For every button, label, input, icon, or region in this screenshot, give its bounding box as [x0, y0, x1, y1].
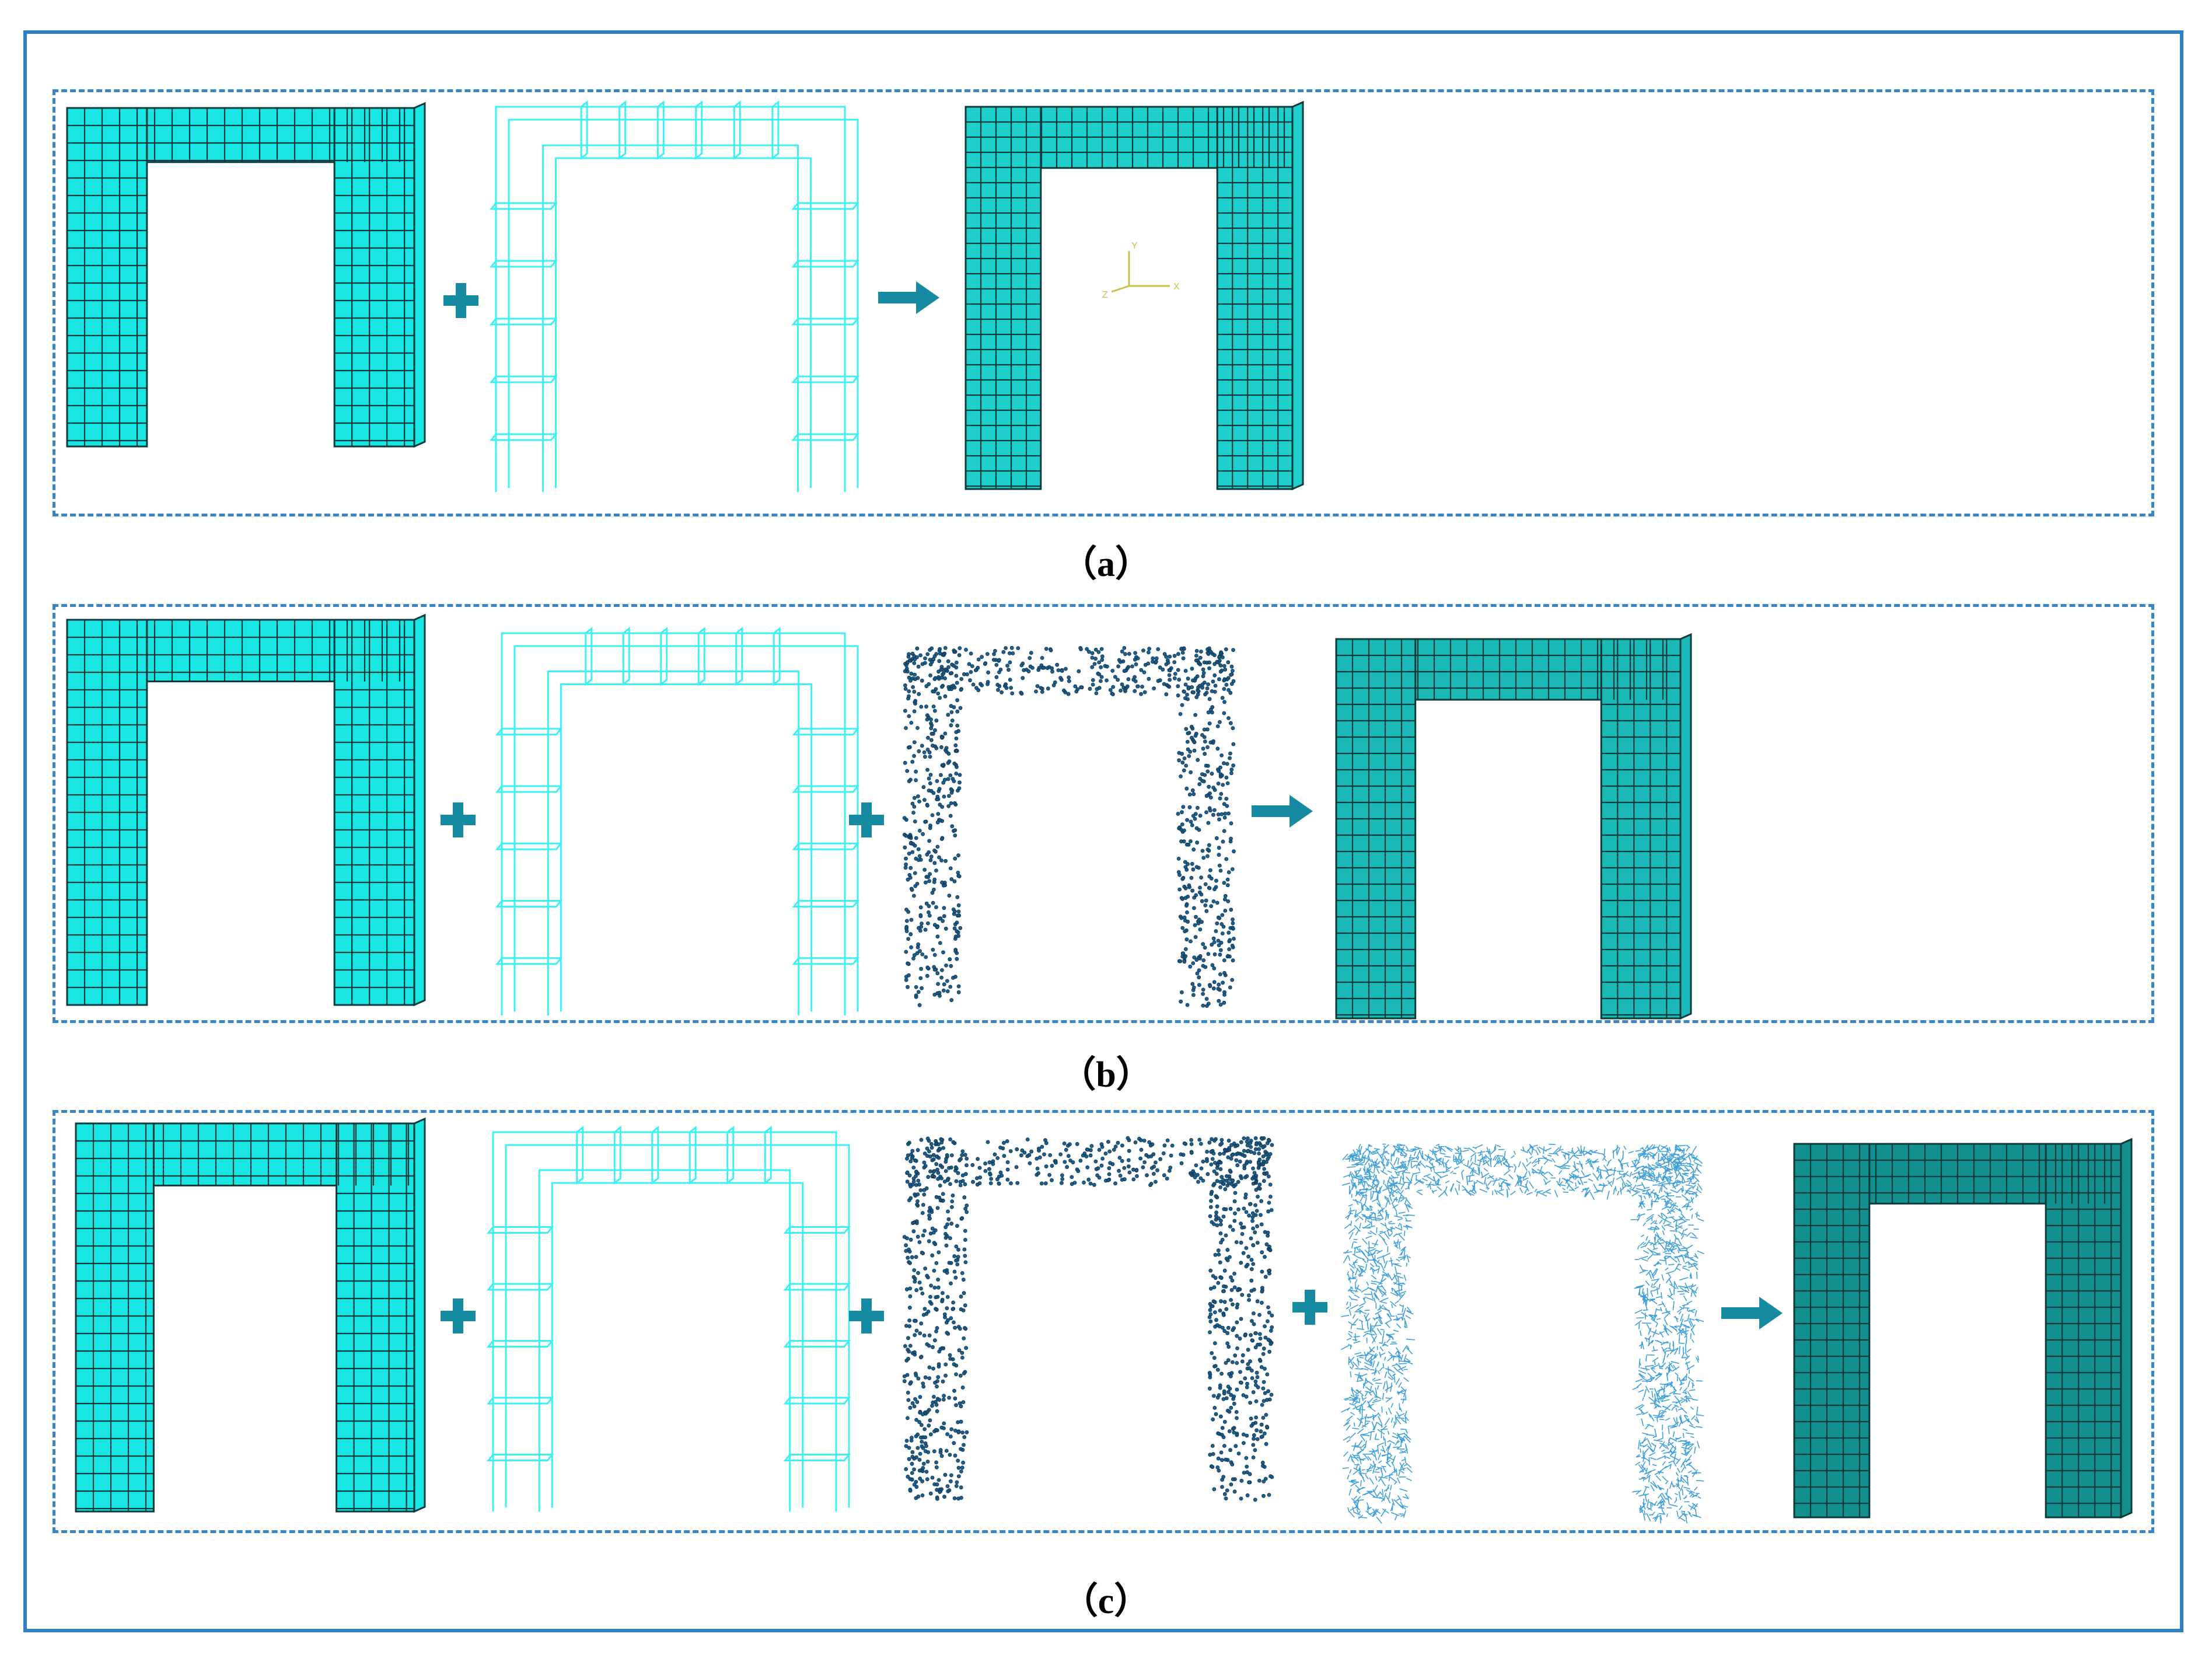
- rebar-cage-b: [495, 626, 860, 1015]
- plus-bar-v: [453, 1299, 463, 1334]
- triad-axes: [1111, 251, 1170, 293]
- arrow-right-icon: [1721, 1297, 1783, 1329]
- plus-icon: [849, 802, 884, 837]
- portal-depth-face: [1291, 100, 1304, 491]
- portal-depth-face: [413, 613, 426, 1007]
- rebar-wireframe: [495, 626, 860, 1015]
- portal-solid-part: [1335, 638, 1417, 1020]
- plus-icon: [441, 802, 476, 837]
- particle-dots: [902, 645, 1236, 1008]
- fiber-cloud-light-c: [1341, 1143, 1705, 1524]
- concrete-mesh-c: [75, 1117, 426, 1513]
- portal-depth-face: [1679, 633, 1692, 1020]
- portal-solid-part: [75, 1122, 155, 1513]
- plus-icon: [1292, 1290, 1327, 1325]
- mesh-grid: [966, 107, 1292, 489]
- triad-label: Z: [1102, 290, 1108, 300]
- arrow-right-icon: [1252, 795, 1313, 828]
- caption-a: （a）: [1060, 544, 1151, 584]
- portal-depth-face: [2120, 1137, 2133, 1519]
- concrete-mesh-b: [66, 613, 426, 1007]
- mesh-grid: [67, 108, 414, 446]
- composite-model-b: [1335, 633, 1692, 1020]
- portal-solid-part: [1600, 638, 1682, 1020]
- concrete-mesh-a: [66, 102, 426, 448]
- plus-bar-v: [1305, 1290, 1315, 1325]
- panel-a-border: [53, 89, 2154, 516]
- arrow-shape: [1252, 795, 1313, 828]
- caption-c: （c）: [1061, 1582, 1151, 1621]
- composite-model-a: [965, 100, 1304, 491]
- portal-solid-part: [66, 107, 148, 448]
- portal-solid-part: [1793, 1143, 1871, 1519]
- coordinate-triad-icon: Y X Z: [1102, 241, 1180, 300]
- plus-icon: [849, 1299, 884, 1334]
- portal-depth-face: [413, 102, 426, 448]
- portal-solid-part: [965, 106, 1042, 490]
- particle-cloud-dark-c: [902, 1136, 1274, 1502]
- mesh-grid: [1794, 1144, 2121, 1517]
- portal-depth-face: [413, 1117, 426, 1513]
- portal-solid-part: [336, 1122, 415, 1513]
- plus-icon: [441, 1299, 476, 1334]
- portal-solid-part: [2045, 1143, 2122, 1519]
- mesh-grid: [1336, 639, 1680, 1018]
- portal-solid-part: [333, 107, 415, 448]
- triad-label: X: [1173, 282, 1180, 292]
- mesh-grid: [67, 620, 414, 1005]
- triad-label: Y: [1131, 241, 1138, 251]
- fiber-strands: [1341, 1143, 1705, 1524]
- arrow-shape: [1721, 1297, 1783, 1329]
- rebar-cage-c: [486, 1125, 851, 1512]
- panel-b-border: [53, 604, 2154, 1023]
- arrow-right-icon: [878, 281, 939, 314]
- panel-c-border: [53, 1110, 2154, 1533]
- plus-bar-v: [456, 283, 466, 318]
- mesh-grid: [76, 1123, 414, 1512]
- caption-b: （b）: [1060, 1055, 1152, 1095]
- particle-dots: [902, 1136, 1274, 1502]
- particle-cloud-dark-b: [902, 645, 1236, 1008]
- plus-icon: [443, 283, 478, 318]
- plus-bar-v: [861, 1299, 872, 1334]
- rebar-cage-a: [489, 100, 860, 492]
- arrow-shape: [878, 281, 939, 314]
- plus-bar-v: [861, 802, 872, 837]
- composite-model-c: [1793, 1137, 2133, 1519]
- rebar-wireframe: [486, 1125, 851, 1512]
- portal-solid-part: [1216, 106, 1294, 490]
- rebar-wireframe: [489, 100, 860, 492]
- plus-bar-v: [453, 802, 463, 837]
